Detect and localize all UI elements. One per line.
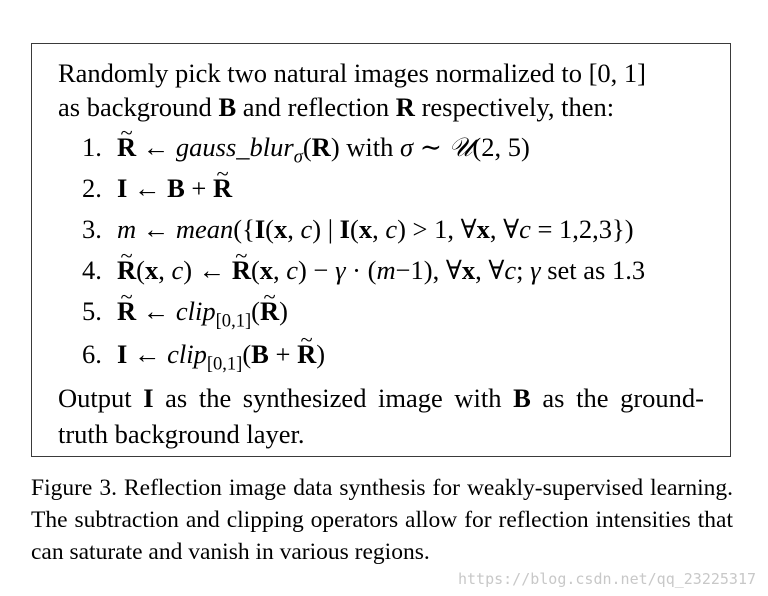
intro-line-2a: as background xyxy=(58,92,219,122)
algorithm-step-4: 4.R(x, c) ← R(x, c) − γ · (m−1), ∀x, ∀c;… xyxy=(82,255,645,286)
symbol-image: I xyxy=(143,383,154,413)
algorithm-step-1: 1.R ← gauss_blurσ(R) with σ ∼ 𝒰(2, 5) xyxy=(82,132,530,168)
intro-line-2b: and reflection xyxy=(236,92,396,122)
symbol-background-output: B xyxy=(513,383,531,413)
output-text-a: Output xyxy=(58,383,144,413)
watermark: https://blog.csdn.net/qq_23225317 xyxy=(457,570,756,588)
output-text-b: as the synthesized image with xyxy=(153,383,514,413)
algorithm-step-2: 2.I ← B + R xyxy=(82,173,232,204)
intro-line-2c: respectively, then: xyxy=(414,92,615,122)
intro-line-1: Randomly pick two natural images normali… xyxy=(58,58,647,88)
algorithm-step-6: 6.I ← clip[0,1](B + R) xyxy=(82,339,325,375)
symbol-background: B xyxy=(218,92,237,122)
algorithm-intro: Randomly pick two natural images normali… xyxy=(58,56,718,124)
algorithm-output: Output I as the synthesized image with B… xyxy=(58,380,704,452)
algorithm-step-3: 3.m ← mean({I(x, c) | I(x, c) > 1, ∀x, ∀… xyxy=(82,214,634,244)
algorithm-box: Randomly pick two natural images normali… xyxy=(31,43,731,457)
algorithm-step-5: 5.R ← clip[0,1](R) xyxy=(82,296,288,332)
output-text-c: as the ground-truth background layer. xyxy=(58,383,704,449)
symbol-reflection: R xyxy=(395,92,415,122)
figure-caption: Figure 3. Reflection image data synthesi… xyxy=(31,475,733,565)
